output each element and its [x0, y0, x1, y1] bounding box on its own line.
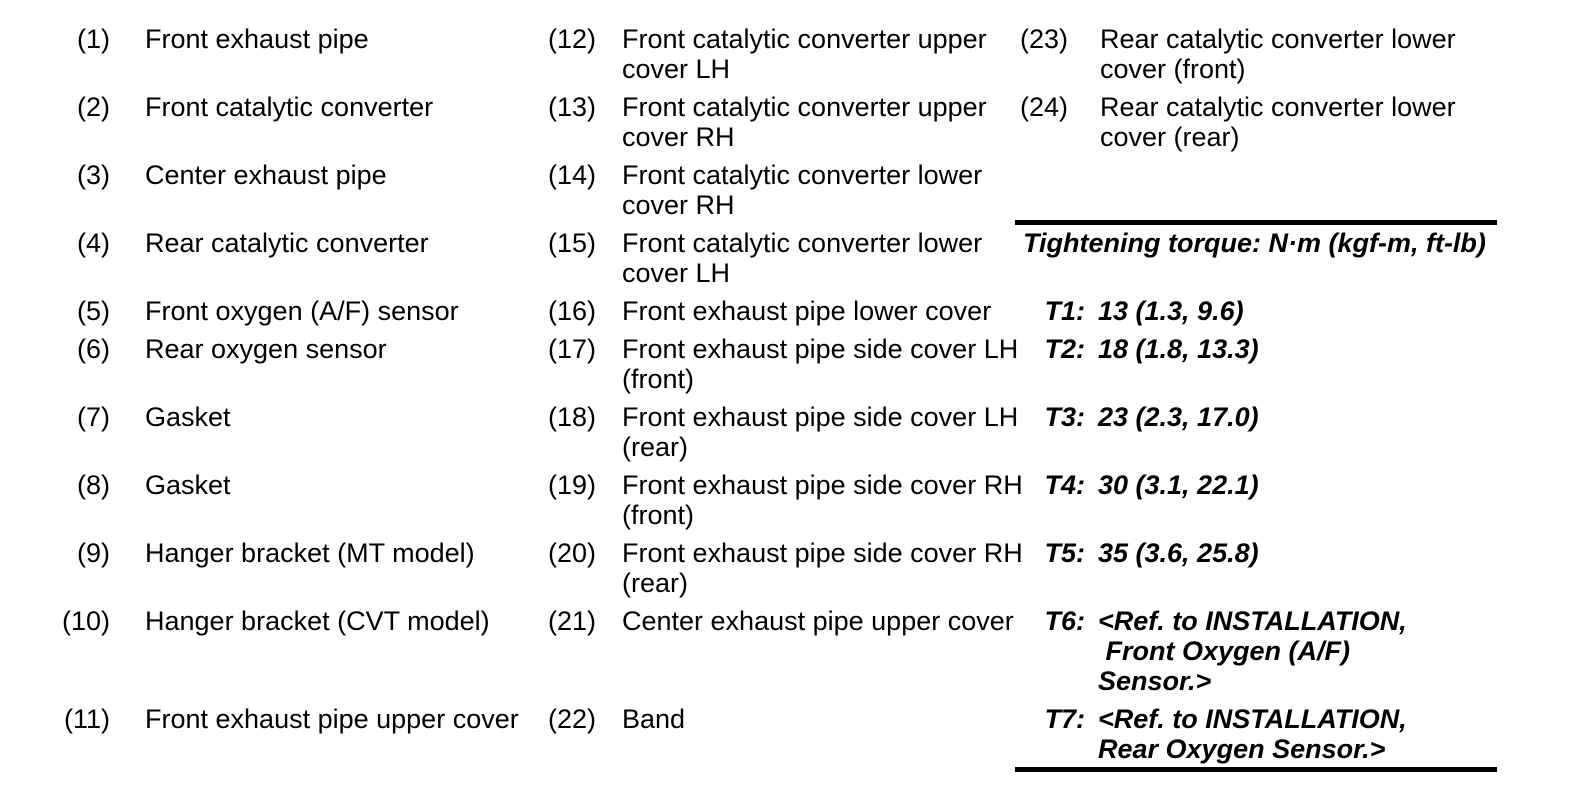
part-item-4: (4) Rear catalytic converter: [60, 228, 548, 288]
part-item-16: (16) Front exhaust pipe lower cover: [548, 296, 1015, 326]
torque-row-t3: T3: 23 (2.3, 17.0): [1015, 402, 1497, 462]
part-number: (16): [548, 296, 597, 326]
torque-row-t5: T5: 35 (3.6, 25.8): [1015, 538, 1497, 598]
part-item-12: (12) Front catalytic converter upper cov…: [548, 24, 1015, 84]
torque-ref-label: T6:: [1044, 606, 1086, 636]
torque-ref-label: T2:: [1044, 334, 1086, 364]
torque-value: 23 (2.3, 17.0): [1098, 402, 1259, 432]
part-number: (19): [548, 470, 597, 500]
part-item-5: (5) Front oxygen (A/F) sensor: [60, 296, 548, 326]
part-item-21: (21) Center exhaust pipe upper cover: [548, 606, 1015, 696]
part-item-17: (17) Front exhaust pipe side cover LH (f…: [548, 334, 1019, 394]
part-number: (21): [548, 606, 597, 636]
torque-table-title: Tightening torque: N·m (kgf-m, ft-lb): [1023, 228, 1486, 258]
part-number: (23): [1019, 24, 1068, 54]
part-label: Hanger bracket (MT model): [145, 538, 475, 568]
part-number: (22): [548, 704, 597, 734]
part-item-6: (6) Rear oxygen sensor: [60, 334, 548, 394]
part-label: Rear catalytic converter lower cover (re…: [1100, 92, 1456, 152]
part-number: (18): [548, 402, 597, 432]
part-label: Front exhaust pipe side cover RH (rear): [622, 538, 1023, 598]
torque-value: 30 (3.1, 22.1): [1098, 470, 1259, 500]
part-label: Gasket: [145, 470, 231, 500]
part-label: Rear catalytic converter: [145, 228, 429, 258]
part-label: Band: [622, 704, 686, 734]
torque-ref-label: T1:: [1044, 296, 1086, 326]
part-label: Front catalytic converter: [145, 92, 434, 122]
part-number: (3): [77, 160, 110, 190]
part-item-23: (23) Rear catalytic converter lower cove…: [1015, 24, 1497, 84]
torque-ref-label: T4:: [1044, 470, 1086, 500]
part-item-8: (8) Gasket: [60, 470, 548, 530]
part-item-20: (20) Front exhaust pipe side cover RH (r…: [548, 538, 1023, 598]
part-item-10: (10) Hanger bracket (CVT model): [60, 606, 548, 696]
part-number: (17): [548, 334, 597, 364]
torque-row-t7: T7: <Ref. to INSTALLATION, Rear Oxygen S…: [1015, 704, 1497, 772]
part-number: (12): [548, 24, 597, 54]
part-label: Front exhaust pipe lower cover: [622, 296, 992, 326]
part-item-22: (22) Band: [548, 704, 1015, 772]
part-item-1: (1) Front exhaust pipe: [60, 24, 548, 84]
part-label: Front exhaust pipe: [145, 24, 369, 54]
part-item-13: (13) Front catalytic converter upper cov…: [548, 92, 1015, 152]
part-number: (15): [548, 228, 597, 258]
part-number: (9): [77, 538, 110, 568]
torque-row-t1: T1: 13 (1.3, 9.6): [1015, 296, 1497, 326]
part-item-2: (2) Front catalytic converter: [60, 92, 548, 152]
part-item-19: (19) Front exhaust pipe side cover RH (f…: [548, 470, 1023, 530]
part-item-11: (11) Front exhaust pipe upper cover: [60, 704, 548, 772]
part-item-18: (18) Front exhaust pipe side cover LH (r…: [548, 402, 1019, 462]
part-number: (13): [548, 92, 597, 122]
part-number: (5): [77, 296, 110, 326]
part-number: (10): [61, 606, 110, 636]
part-label: Rear oxygen sensor: [145, 334, 387, 364]
part-number: (11): [63, 704, 110, 734]
part-label: Front catalytic converter upper cover LH: [622, 24, 987, 84]
torque-row-t6: T6: <Ref. to INSTALLATION, Front Oxygen …: [1015, 606, 1497, 696]
part-number: (2): [77, 92, 110, 122]
part-label: Gasket: [145, 402, 231, 432]
part-label: Front catalytic converter lower cover RH: [622, 160, 983, 220]
part-label: Front oxygen (A/F) sensor: [145, 296, 459, 326]
part-number: (8): [77, 470, 110, 500]
part-number: (6): [77, 334, 110, 364]
part-label: Rear catalytic converter lower cover (fr…: [1100, 24, 1456, 84]
part-label: Center exhaust pipe: [145, 160, 387, 190]
torque-ref-label: T3:: [1044, 402, 1086, 432]
part-item-7: (7) Gasket: [60, 402, 548, 462]
part-label: Front catalytic converter lower cover LH: [622, 228, 983, 288]
part-number: (24): [1019, 92, 1068, 122]
legend-grid: (1) Front exhaust pipe (2) Front catalyt…: [60, 24, 1584, 772]
part-label: Front exhaust pipe side cover RH (front): [622, 470, 1023, 530]
part-number: (4): [77, 228, 110, 258]
part-number: (1): [77, 24, 110, 54]
torque-value: <Ref. to INSTALLATION, Front Oxygen (A/F…: [1098, 606, 1407, 696]
part-number: (14): [548, 160, 597, 190]
torque-ref-label: T7:: [1044, 704, 1086, 734]
part-number: (20): [548, 538, 597, 568]
torque-row-t4: T4: 30 (3.1, 22.1): [1015, 470, 1497, 530]
torque-ref-label: T5:: [1044, 538, 1086, 568]
part-number: (7): [77, 402, 110, 432]
part-item-9: (9) Hanger bracket (MT model): [60, 538, 548, 598]
torque-table-top-rule: [1015, 220, 1497, 225]
part-label: Front exhaust pipe upper cover: [145, 704, 519, 734]
torque-value: 18 (1.8, 13.3): [1098, 334, 1259, 364]
part-label: Center exhaust pipe upper cover: [622, 606, 1014, 636]
part-item-14: (14) Front catalytic converter lower cov…: [548, 160, 1015, 220]
part-label: Front exhaust pipe side cover LH (front): [622, 334, 1019, 394]
part-label: Front exhaust pipe side cover LH (rear): [622, 402, 1019, 462]
part-item-24: (24) Rear catalytic converter lower cove…: [1015, 92, 1497, 152]
torque-row-t2: T2: 18 (1.8, 13.3): [1015, 334, 1497, 394]
torque-value: 35 (3.6, 25.8): [1098, 538, 1259, 568]
torque-value: 13 (1.3, 9.6): [1098, 296, 1244, 326]
part-item-15: (15) Front catalytic converter lower cov…: [548, 228, 1015, 288]
part-label: Front catalytic converter upper cover RH: [622, 92, 987, 152]
torque-value: <Ref. to INSTALLATION, Rear Oxygen Senso…: [1098, 704, 1407, 764]
part-label: Hanger bracket (CVT model): [145, 606, 490, 636]
part-item-3: (3) Center exhaust pipe: [60, 160, 548, 220]
